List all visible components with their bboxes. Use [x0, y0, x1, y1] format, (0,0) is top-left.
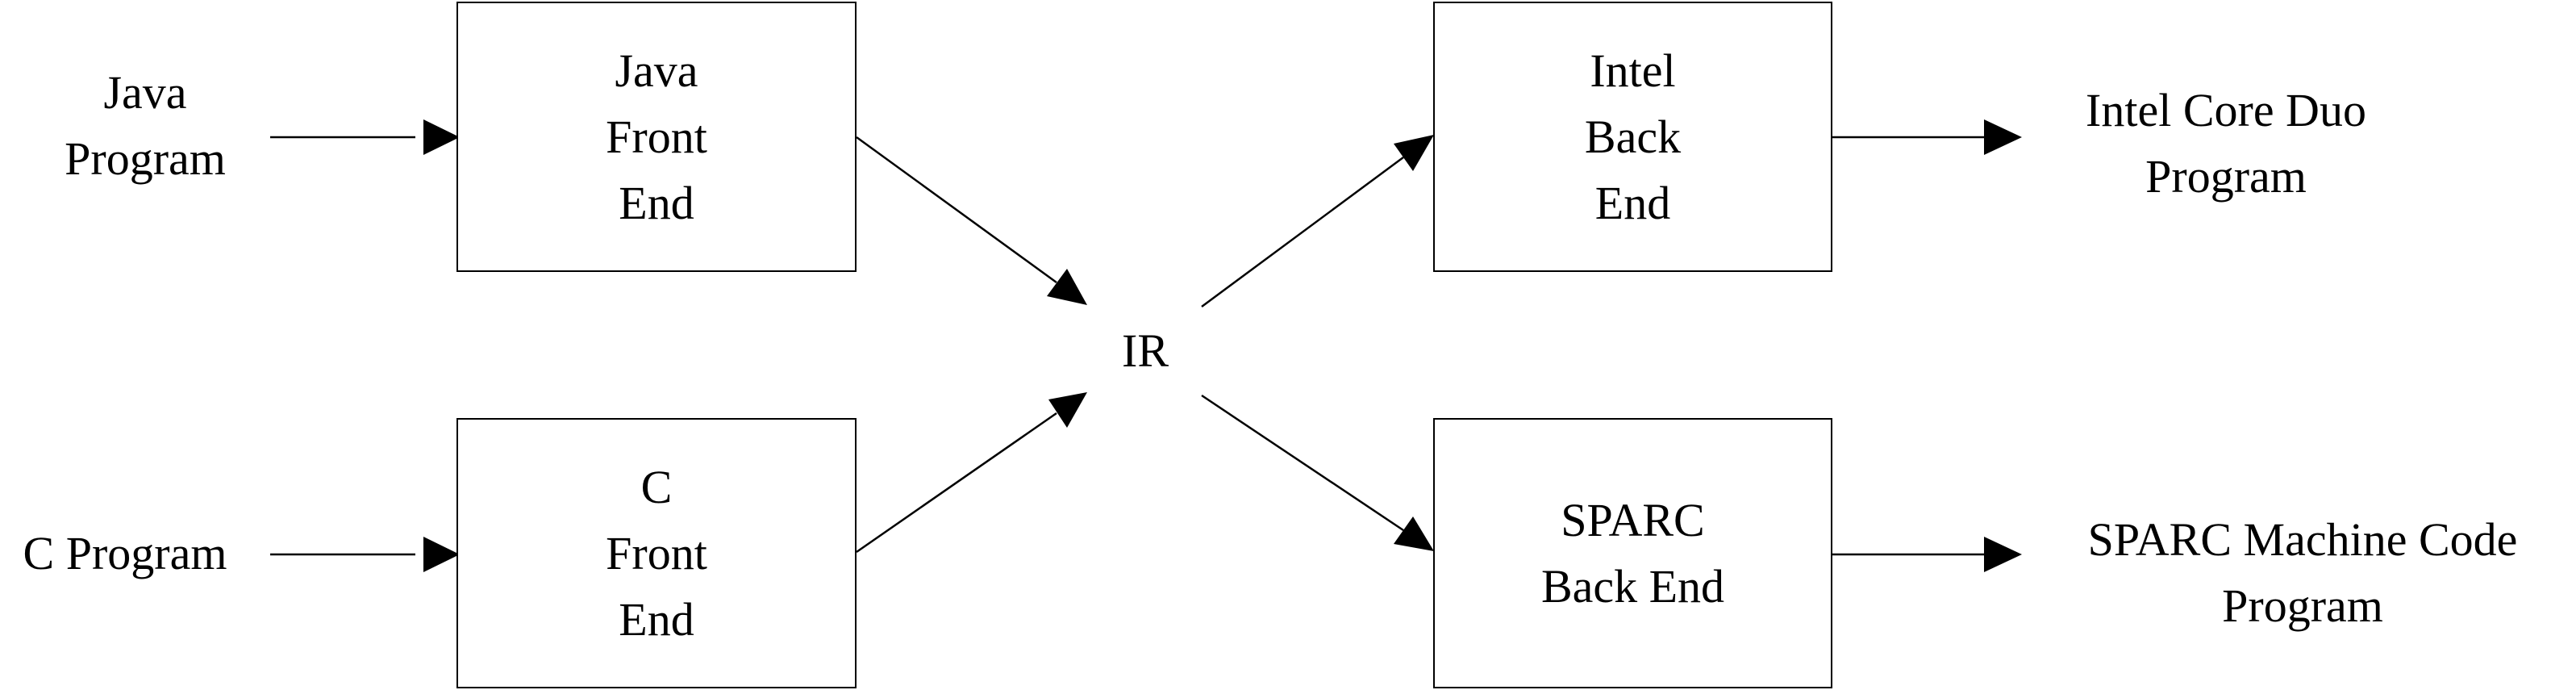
sparc-back-end-line-2: Back End	[1540, 559, 1725, 613]
intel-back-end-box: Intel Back End	[1433, 2, 1832, 272]
java-front-end-line-2: Front	[606, 110, 707, 163]
java-front-end-line-3: End	[619, 176, 694, 229]
intel-back-end-line-2: Back	[1584, 110, 1682, 163]
java-program-line-2: Program	[65, 132, 226, 185]
sparc-output-line-1: SPARC Machine Code	[2087, 513, 2518, 566]
arrowhead-sparc-output	[1984, 537, 2022, 572]
c-program-label: C Program	[0, 521, 250, 587]
java-front-end-label: Java Front End	[606, 38, 707, 236]
c-front-end-line-3: End	[619, 592, 694, 646]
intel-output-line-1: Intel Core Duo	[2086, 84, 2366, 136]
java-program-label: Java Program	[32, 60, 258, 192]
java-front-end-box: Java Front End	[456, 2, 857, 272]
java-program-line-1: Java	[103, 66, 187, 119]
arrow-c-to-ir	[856, 412, 1057, 554]
arrow-ir-to-sparc	[1201, 394, 1404, 532]
c-front-end-line-1: C	[640, 460, 673, 513]
arrowhead-java-input	[423, 119, 460, 155]
sparc-output-label: SPARC Machine Code Program	[2032, 507, 2573, 639]
intel-back-end-label: Intel Back End	[1585, 38, 1681, 236]
sparc-back-end-label: SPARC Back End	[1541, 487, 1724, 620]
ir-label: IR	[1097, 318, 1194, 384]
intel-back-end-line-3: End	[1594, 176, 1671, 229]
intel-output-label: Intel Core Duo Program	[2024, 77, 2428, 210]
arrow-java-to-ir	[856, 136, 1057, 284]
sparc-back-end-line-1: SPARC	[1561, 493, 1705, 546]
c-front-end-line-2: Front	[606, 526, 707, 579]
c-program-line-1: C Program	[23, 527, 227, 579]
sparc-output-line-2: Program	[2222, 579, 2383, 632]
java-front-end-line-1: Java	[615, 44, 698, 97]
arrowhead-intel-output	[1984, 119, 2022, 155]
c-front-end-label: C Front End	[606, 454, 707, 653]
arrowhead-java-to-ir	[1047, 269, 1087, 305]
c-front-end-box: C Front End	[456, 418, 857, 688]
intel-back-end-line-1: Intel	[1590, 44, 1676, 97]
intel-output-line-2: Program	[2145, 150, 2307, 203]
sparc-back-end-box: SPARC Back End	[1433, 418, 1832, 688]
arrowhead-c-to-ir	[1048, 392, 1087, 428]
arrowhead-ir-to-sparc	[1394, 516, 1434, 551]
arrowhead-c-input	[423, 537, 460, 572]
arrowhead-ir-to-intel	[1394, 135, 1434, 171]
arrow-ir-to-intel	[1201, 156, 1404, 308]
ir-text: IR	[1122, 324, 1169, 377]
